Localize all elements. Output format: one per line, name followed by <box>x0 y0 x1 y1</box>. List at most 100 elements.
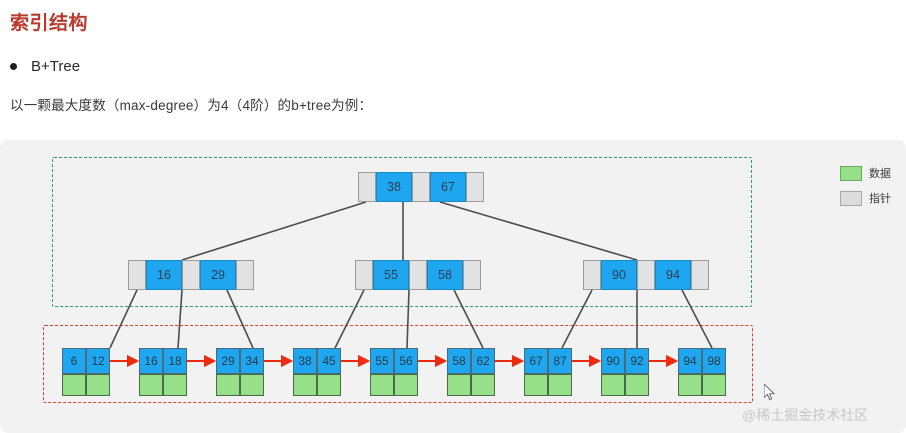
key-cell: 87 <box>548 348 572 374</box>
legend-label: 指针 <box>869 193 891 205</box>
key-cell: 34 <box>240 348 264 374</box>
data-cell <box>471 374 495 396</box>
data-swatch-icon <box>840 165 862 181</box>
legend: 数据 指针 <box>840 165 906 215</box>
leaf-key-row: 29 34 <box>216 348 264 374</box>
tree-leaf-6: 58 62 <box>447 348 495 396</box>
tree-node-internal-2: 55 58 <box>355 260 481 290</box>
key-cell: 45 <box>317 348 341 374</box>
key-cell: 94 <box>678 348 702 374</box>
tree-leaf-3: 29 34 <box>216 348 264 396</box>
key-cell: 62 <box>471 348 495 374</box>
leaf-key-row: 67 87 <box>524 348 572 374</box>
key-cell: 58 <box>427 260 463 290</box>
pointer-cell <box>412 172 430 202</box>
data-cell <box>240 374 264 396</box>
leaf-key-row: 58 62 <box>447 348 495 374</box>
pointer-cell <box>583 260 601 290</box>
pointer-swatch-icon <box>840 190 862 206</box>
key-cell: 67 <box>524 348 548 374</box>
leaf-data-row <box>62 374 110 396</box>
key-cell: 90 <box>601 348 625 374</box>
key-cell: 98 <box>702 348 726 374</box>
tree-node-internal-1: 16 29 <box>128 260 254 290</box>
leaf-data-row <box>370 374 418 396</box>
key-cell: 92 <box>625 348 649 374</box>
data-cell <box>678 374 702 396</box>
tree-leaf-7: 67 87 <box>524 348 572 396</box>
leaf-key-row: 16 18 <box>139 348 187 374</box>
leaf-data-row <box>293 374 341 396</box>
key-cell: 38 <box>293 348 317 374</box>
pointer-cell <box>637 260 655 290</box>
key-cell: 90 <box>601 260 637 290</box>
intro-paragraph: 以一颗最大度数（max-degree）为4（4阶）的b+tree为例： <box>10 98 373 113</box>
key-cell: 16 <box>139 348 163 374</box>
key-cell: 38 <box>376 172 412 202</box>
page-title: 索引结构 <box>10 13 89 34</box>
pointer-cell <box>691 260 709 290</box>
leaf-data-row <box>678 374 726 396</box>
data-cell <box>548 374 572 396</box>
legend-item-pointer: 指针 <box>840 190 906 206</box>
leaf-data-row <box>216 374 264 396</box>
data-cell <box>62 374 86 396</box>
key-cell: 29 <box>216 348 240 374</box>
data-region-boundary <box>43 325 753 403</box>
key-cell: 94 <box>655 260 691 290</box>
key-cell: 67 <box>430 172 466 202</box>
pointer-cell <box>409 260 427 290</box>
data-cell <box>625 374 649 396</box>
bullet-item-label: B+Tree <box>31 58 81 75</box>
key-cell: 16 <box>146 260 182 290</box>
tree-leaf-8: 90 92 <box>601 348 649 396</box>
leaf-key-row: 90 92 <box>601 348 649 374</box>
tree-leaf-5: 55 56 <box>370 348 418 396</box>
leaf-key-row: 38 45 <box>293 348 341 374</box>
data-cell <box>524 374 548 396</box>
bullet-item-btree: B+Tree <box>10 58 80 75</box>
pointer-cell <box>463 260 481 290</box>
data-cell <box>86 374 110 396</box>
btree-figure-panel: 38 67 16 29 55 58 90 94 6 12 <box>0 140 906 433</box>
data-cell <box>601 374 625 396</box>
pointer-cell <box>355 260 373 290</box>
data-cell <box>447 374 471 396</box>
tree-leaf-1: 6 12 <box>62 348 110 396</box>
leaf-data-row <box>524 374 572 396</box>
data-cell <box>293 374 317 396</box>
data-cell <box>216 374 240 396</box>
watermark: @稀土掘金技术社区 <box>742 407 869 423</box>
leaf-key-row: 55 56 <box>370 348 418 374</box>
key-cell: 55 <box>373 260 409 290</box>
key-cell: 12 <box>86 348 110 374</box>
leaf-data-row <box>601 374 649 396</box>
key-cell: 56 <box>394 348 418 374</box>
pointer-cell <box>466 172 484 202</box>
leaf-key-row: 94 98 <box>678 348 726 374</box>
tree-leaf-9: 94 98 <box>678 348 726 396</box>
tree-node-root: 38 67 <box>358 172 484 202</box>
data-cell <box>370 374 394 396</box>
leaf-data-row <box>139 374 187 396</box>
data-cell <box>317 374 341 396</box>
pointer-cell <box>182 260 200 290</box>
tree-leaf-2: 16 18 <box>139 348 187 396</box>
mouse-cursor-icon <box>764 384 776 401</box>
index-region-boundary <box>52 157 752 307</box>
key-cell: 6 <box>62 348 86 374</box>
key-cell: 29 <box>200 260 236 290</box>
pointer-cell <box>358 172 376 202</box>
data-cell <box>163 374 187 396</box>
leaf-data-row <box>447 374 495 396</box>
legend-label: 数据 <box>869 168 891 180</box>
legend-item-data: 数据 <box>840 165 906 181</box>
key-cell: 58 <box>447 348 471 374</box>
tree-node-internal-3: 90 94 <box>583 260 709 290</box>
data-cell <box>139 374 163 396</box>
key-cell: 18 <box>163 348 187 374</box>
pointer-cell <box>236 260 254 290</box>
key-cell: 55 <box>370 348 394 374</box>
tree-leaf-4: 38 45 <box>293 348 341 396</box>
data-cell <box>702 374 726 396</box>
